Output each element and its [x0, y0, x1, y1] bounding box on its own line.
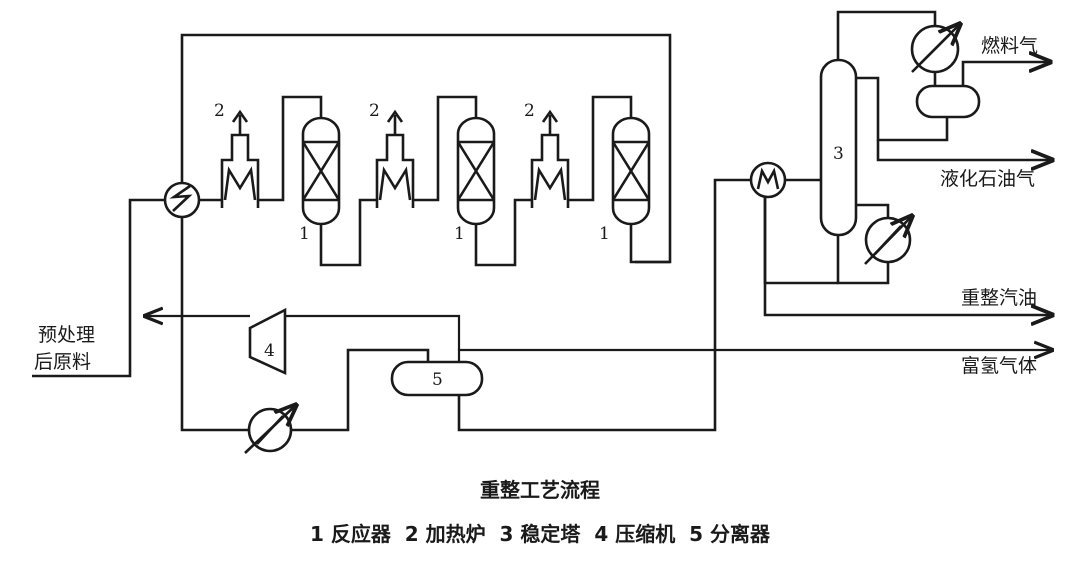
reactor2-to-heater3-line [474, 198, 532, 267]
reactor-1 [301, 116, 341, 226]
reactor3-outlet-line [629, 225, 670, 264]
reactor-1-tag: 1 [299, 224, 310, 244]
separator-vessel [390, 360, 484, 397]
reflux-drum [915, 84, 981, 119]
heater-1 [220, 109, 260, 208]
reboiler-loop-line [856, 203, 890, 218]
reactor-3-tag: 1 [599, 224, 610, 244]
heater1-to-reactor1-line [258, 95, 323, 202]
fuel-gas-label: 燃料气 [981, 35, 1038, 57]
compressor-tag: 4 [264, 341, 275, 361]
overhead-condenser [910, 24, 960, 74]
stream-labels: 预处理 后原料 燃料气 液化石油气 重整汽油 富氢气体 [34, 35, 1038, 377]
heater-2 [375, 109, 415, 208]
stabilizer-feed-exchanger [749, 161, 787, 199]
caption-legend: 1 反应器 2 加热炉 3 稳定塔 4 压缩机 5 分离器 [310, 522, 771, 546]
stabilizer-column [819, 58, 858, 237]
reformate-label: 重整汽油 [961, 287, 1037, 309]
feed-label-line2: 后原料 [34, 351, 91, 373]
top-loop-line [180, 33, 672, 264]
reactor1-to-heater2-line [319, 198, 377, 267]
heater-3 [530, 109, 570, 208]
feed-line [32, 198, 165, 378]
lpg-label: 液化石油气 [940, 168, 1035, 190]
separator-tag: 5 [432, 370, 443, 390]
overhead-line [836, 10, 937, 62]
stabilizer-tag: 3 [833, 144, 844, 164]
recycle-gas-line [285, 314, 461, 350]
cooler-to-separator-line [292, 348, 430, 432]
h2-rich-gas-label: 富氢气体 [961, 355, 1037, 377]
heater-2-tag: 2 [369, 101, 380, 121]
fuel-gas-line [961, 62, 1050, 86]
lpg-line [876, 140, 1052, 160]
reactor-2-tag: 1 [454, 224, 465, 244]
heater3-to-reactor3-line [568, 95, 633, 202]
feed-label-line1: 预处理 [38, 324, 95, 346]
reactor-2 [456, 116, 496, 226]
equipment-tags: 2 2 2 1 1 1 3 4 5 [214, 101, 844, 390]
heater-3-tag: 2 [524, 101, 535, 121]
compressor [248, 307, 287, 376]
heater2-to-reactor2-line [413, 95, 478, 202]
effluent-cooler [244, 405, 296, 454]
effluent-line [180, 217, 248, 432]
caption-title: 重整工艺流程 [480, 478, 600, 502]
caption: 重整工艺流程 1 反应器 2 加热炉 3 稳定塔 4 压缩机 5 分离器 [310, 478, 771, 546]
reactor-3 [611, 116, 651, 226]
process-lines [32, 10, 1052, 432]
reformate-line [763, 197, 1052, 315]
feed-effluent-exchanger [163, 181, 201, 219]
heater-1-tag: 2 [214, 101, 225, 121]
separator-liquid-line [457, 178, 750, 432]
reboiler-return-line [836, 233, 890, 285]
reboiler [864, 216, 912, 265]
